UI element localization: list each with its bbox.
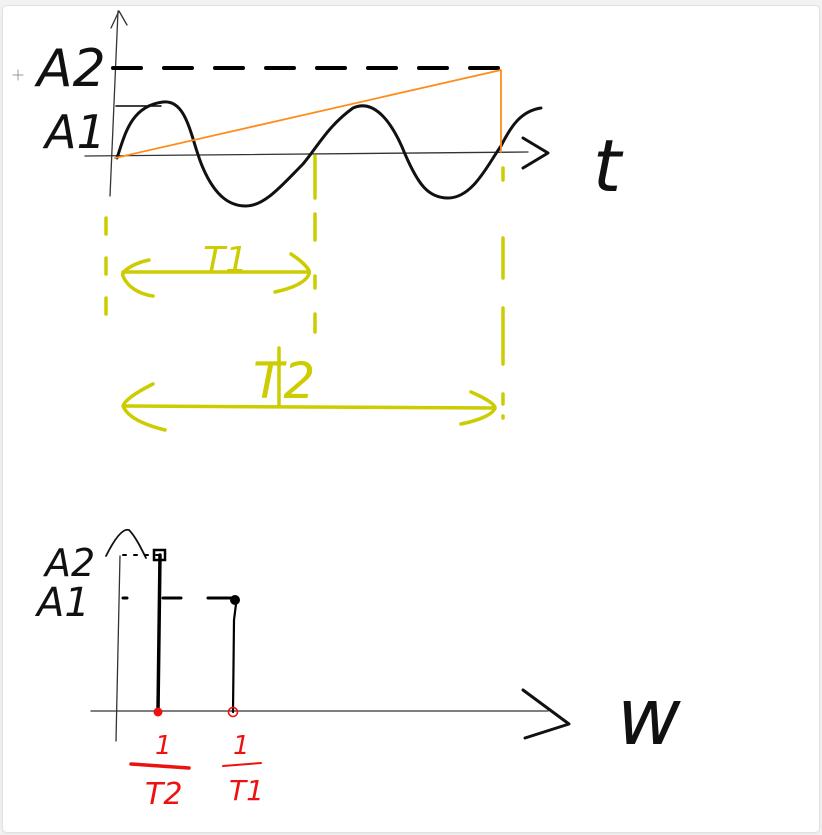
period-t1-label: T1 xyxy=(203,240,248,281)
t1-left-arrowhead xyxy=(121,258,155,298)
tick-numerator-1-over-t1: 1 xyxy=(233,731,250,761)
spectral-peak-1-over-t2 xyxy=(152,548,167,562)
t1-right-arrowhead xyxy=(273,252,312,294)
spectrum-a1-label: A1 xyxy=(34,580,90,626)
spectrum-a2-label: A2 xyxy=(42,541,95,585)
time-signal-wave xyxy=(115,100,543,208)
time-x-axis xyxy=(84,151,529,157)
spectral-line-1-over-t1 xyxy=(231,602,238,714)
spectral-peak-1-over-t1 xyxy=(230,595,240,605)
time-a2-label: A2 xyxy=(34,39,106,99)
period-t2-label: T2 xyxy=(253,352,315,410)
t2-right-arrowhead xyxy=(459,390,497,426)
sketch-svg: A2 A1 t T1 T2 1 T2 1 T1 A2 A1 w xyxy=(12,10,681,812)
time-plot: A2 A1 t T1 T2 xyxy=(12,10,624,432)
time-a1-label: A1 xyxy=(42,105,106,159)
spectrum-axis-label: w xyxy=(617,673,681,763)
t2-left-arrowhead xyxy=(121,382,167,432)
envelope-ramp xyxy=(114,69,502,159)
time-y-axis-arrow xyxy=(110,10,128,29)
plus-mark-icon xyxy=(12,69,24,81)
fraction-bar-1-over-t1 xyxy=(222,762,262,767)
period-markers xyxy=(104,154,505,432)
tick-denominator-1-over-t1: T1 xyxy=(229,774,264,807)
time-axis-label: t xyxy=(593,124,624,208)
tick-dot-1-over-t2 xyxy=(153,707,163,717)
spectral-line-1-over-t2 xyxy=(156,553,162,713)
time-y-axis xyxy=(109,10,119,197)
tick-numerator-1-over-t2: 1 xyxy=(155,731,172,761)
spectrum-plot: 1 T2 1 T1 A2 A1 w xyxy=(34,528,681,812)
spectrum-y-axis xyxy=(115,555,121,742)
t2-span-line xyxy=(123,404,497,410)
spectrum-x-axis-arrow xyxy=(521,688,571,740)
time-x-axis-arrow xyxy=(521,136,550,170)
drawing-canvas: A2 A1 t T1 T2 1 T2 1 T1 A2 A1 w xyxy=(3,6,819,832)
tick-denominator-1-over-t2: T2 xyxy=(145,777,182,812)
fraction-bar-1-over-t2 xyxy=(129,762,191,770)
tick-dot-1-over-t1 xyxy=(227,706,239,718)
spectrum-y-axis-arrow xyxy=(105,528,147,559)
